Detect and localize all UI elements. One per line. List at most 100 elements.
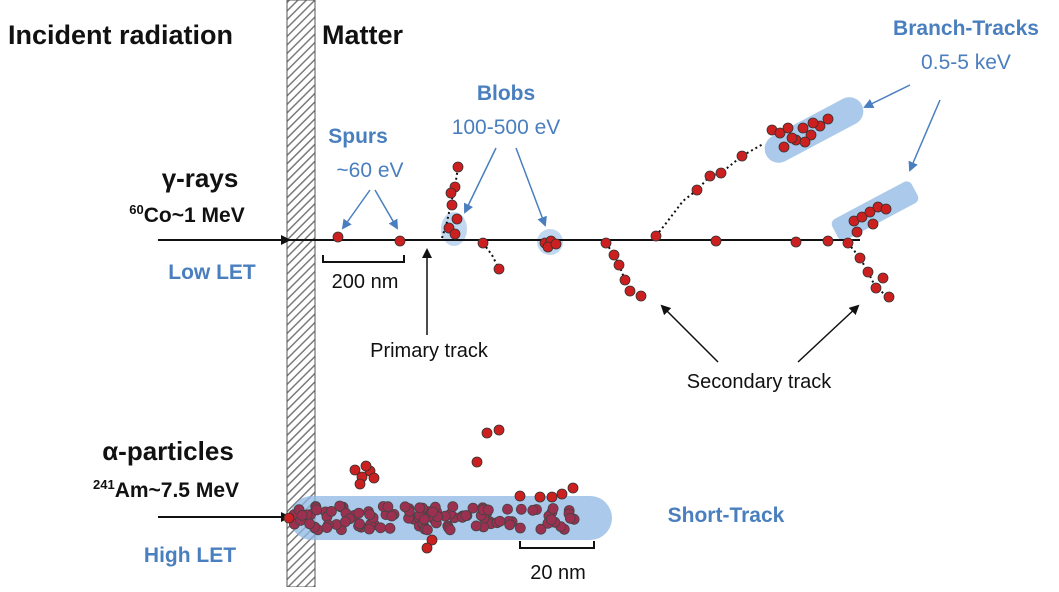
ionization-dot (870, 282, 882, 294)
ionization-dot (704, 170, 716, 182)
ionization-dot (375, 522, 387, 534)
branch-tracks-energy-label: 0.5-5 keV (921, 51, 1011, 74)
ionization-dot (446, 199, 458, 211)
ionization-dot (354, 478, 366, 490)
ionization-dot (349, 464, 361, 476)
ionization-dot (504, 519, 516, 531)
ionization-dot (364, 509, 376, 520)
short-track-label: Short-Track (667, 504, 785, 527)
alpha-scale-label: 20 nm (530, 562, 586, 584)
ionization-dot (556, 488, 568, 500)
ionization-dot (546, 491, 558, 503)
ionization-dot (353, 507, 365, 519)
ionization-dot (451, 213, 463, 225)
ionization-dot (414, 502, 426, 514)
ionization-dot (547, 503, 559, 514)
ionization-dot (325, 505, 337, 517)
ionization-dot (360, 460, 372, 472)
ionization-dot (477, 237, 489, 249)
alpha-particles-label: α-particles (102, 436, 234, 466)
ionization-dot (386, 510, 398, 522)
ionization-dot (691, 184, 703, 196)
gamma-ionization-events (332, 113, 895, 303)
ionization-dot (304, 518, 316, 530)
ionization-dot (493, 424, 505, 436)
ionization-dot (856, 211, 868, 223)
ionization-dot (600, 237, 612, 249)
black-pointer-arrows (422, 248, 860, 363)
ionization-dot (311, 504, 323, 516)
ionization-dot (851, 226, 863, 238)
incident-radiation-heading: Incident radiation (8, 20, 234, 50)
matter-heading: Matter (322, 20, 404, 50)
ionization-dot (494, 515, 506, 527)
ionization-dot (452, 161, 464, 173)
ionization-dot (334, 500, 346, 512)
ionization-dot (550, 238, 562, 250)
ionization-dot (399, 501, 411, 513)
ionization-dot (799, 136, 811, 148)
ionization-dot (619, 274, 631, 286)
ionization-dot (418, 513, 430, 525)
ionization-dot (822, 113, 834, 125)
branch-tracks-label: Branch-Tracks (893, 17, 1039, 40)
ionization-dot (624, 285, 636, 297)
ionization-dot (877, 272, 889, 284)
secondary-track-label: Secondary track (686, 371, 832, 393)
ionization-dot (527, 504, 539, 516)
gamma-scale-label: 200 nm (331, 271, 399, 293)
ionization-dot (842, 237, 854, 249)
gamma-energy-label: 60Co~1 MeV (129, 202, 245, 227)
ionization-dot (736, 150, 748, 162)
ionization-dot (481, 427, 493, 439)
ionization-dot (444, 524, 456, 536)
ionization-dot (786, 132, 798, 144)
spurs-energy-label: ~60 eV (336, 159, 404, 182)
ionization-dot (862, 266, 874, 278)
ionization-dot (805, 129, 817, 141)
ionization-dot (354, 518, 365, 530)
ionization-dot (502, 503, 513, 515)
ionization-dot (394, 235, 406, 247)
ionization-dot (514, 490, 526, 502)
ionization-dot (778, 141, 790, 153)
ionization-dot (864, 206, 876, 218)
ionization-dot (447, 501, 459, 513)
ionization-dot (368, 472, 380, 484)
alpha-ionization-events (283, 424, 580, 554)
ionization-dot (650, 230, 662, 242)
secondary-track-lines (441, 143, 890, 298)
ionization-dot (426, 534, 438, 546)
gamma-scale-bar (322, 255, 405, 263)
ionization-dot (427, 506, 439, 518)
ionization-dot (421, 542, 433, 554)
ionization-dot (534, 491, 546, 503)
alpha-scale-bar (519, 541, 595, 549)
gamma-rays-label: γ-rays (161, 163, 239, 193)
ionization-dot (790, 236, 802, 248)
ionization-dot (613, 259, 625, 271)
ionization-dot (296, 509, 308, 521)
low-let-label: Low LET (168, 261, 256, 284)
ionization-dot (635, 290, 647, 302)
ionization-dot (883, 291, 895, 303)
ionization-dot (514, 522, 526, 534)
spurs-label: Spurs (328, 125, 388, 148)
ionization-dot (382, 501, 394, 513)
ionization-dot (782, 122, 794, 134)
ionization-dot (854, 252, 866, 264)
high-let-label: High LET (143, 544, 237, 567)
ionization-dot (822, 235, 834, 247)
ionization-dot (493, 263, 505, 275)
ionization-dot (564, 512, 576, 524)
ionization-dot (774, 127, 786, 139)
ionization-dot (608, 249, 620, 261)
ionization-dot (363, 523, 375, 535)
ionization-dot (807, 117, 819, 129)
ionization-dot (867, 218, 879, 230)
ionization-dot (421, 524, 433, 536)
ionization-dot (449, 228, 461, 240)
ionization-dot (384, 522, 396, 534)
